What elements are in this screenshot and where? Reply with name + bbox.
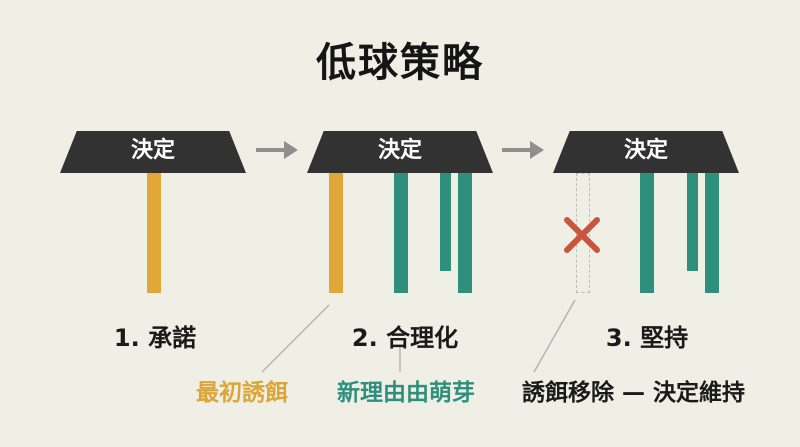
- table-top-1: 決定: [60, 131, 246, 173]
- table-top-1-label: 決定: [130, 138, 175, 163]
- note-bait: 最初誘餌: [196, 380, 288, 406]
- cross-icon: [564, 217, 600, 253]
- diagram-title: 低球策略: [316, 40, 484, 86]
- reason-leg-2a: [394, 173, 408, 293]
- reason-leg-3b: [687, 173, 698, 271]
- table-top-2-label: 決定: [377, 138, 422, 163]
- table-top-2: 決定: [307, 131, 493, 173]
- step-label-2: 2. 合理化: [351, 324, 459, 352]
- arrow-right-icon: [502, 141, 544, 159]
- arrow-right-icon: [256, 141, 298, 159]
- reason-leg-3c: [705, 173, 719, 293]
- table-top-3-label: 決定: [623, 138, 668, 163]
- bait-pointer-line: [261, 304, 330, 373]
- step-label-1: 1. 承諾: [113, 324, 197, 352]
- note-bait-removed: 誘餌移除 — 決定維持: [522, 380, 746, 406]
- note-new-reasons: 新理由由萌芽: [337, 380, 475, 406]
- bait-leg-2: [329, 173, 343, 293]
- table-top-3: 決定: [553, 131, 739, 173]
- bait-leg-1: [147, 173, 161, 293]
- reason-leg-2c: [458, 173, 472, 293]
- removed-bait-pointer-line: [533, 299, 576, 373]
- step-label-3: 3. 堅持: [605, 324, 689, 352]
- reason-leg-3a: [640, 173, 654, 293]
- reason-leg-2b: [440, 173, 451, 271]
